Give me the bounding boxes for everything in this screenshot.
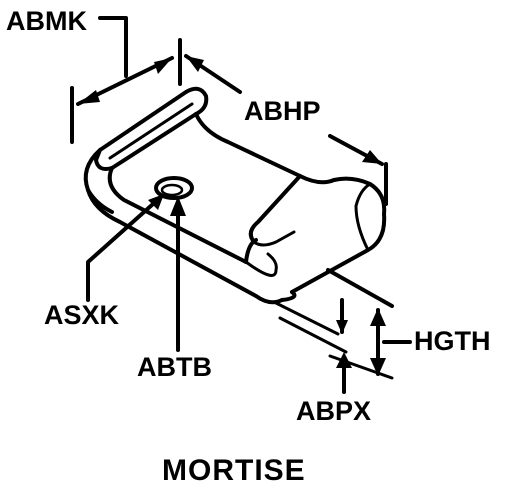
diagram-title: MORTISE — [162, 454, 306, 487]
asxk-leader — [86, 194, 164, 302]
label-abmk: ABMK — [6, 6, 87, 36]
label-asxk: ASXK — [44, 300, 120, 330]
label-abhp: ABHP — [244, 96, 321, 126]
label-hgth: HGTH — [414, 326, 491, 356]
label-abpx: ABPX — [296, 396, 372, 426]
mortise-part-outline — [83, 86, 387, 305]
abhp-dimension — [184, 54, 388, 206]
abmk-dimension — [70, 16, 182, 144]
label-abtb: ABTB — [137, 352, 212, 382]
abtb-leader — [170, 196, 186, 352]
abpx-dimension — [272, 298, 352, 394]
